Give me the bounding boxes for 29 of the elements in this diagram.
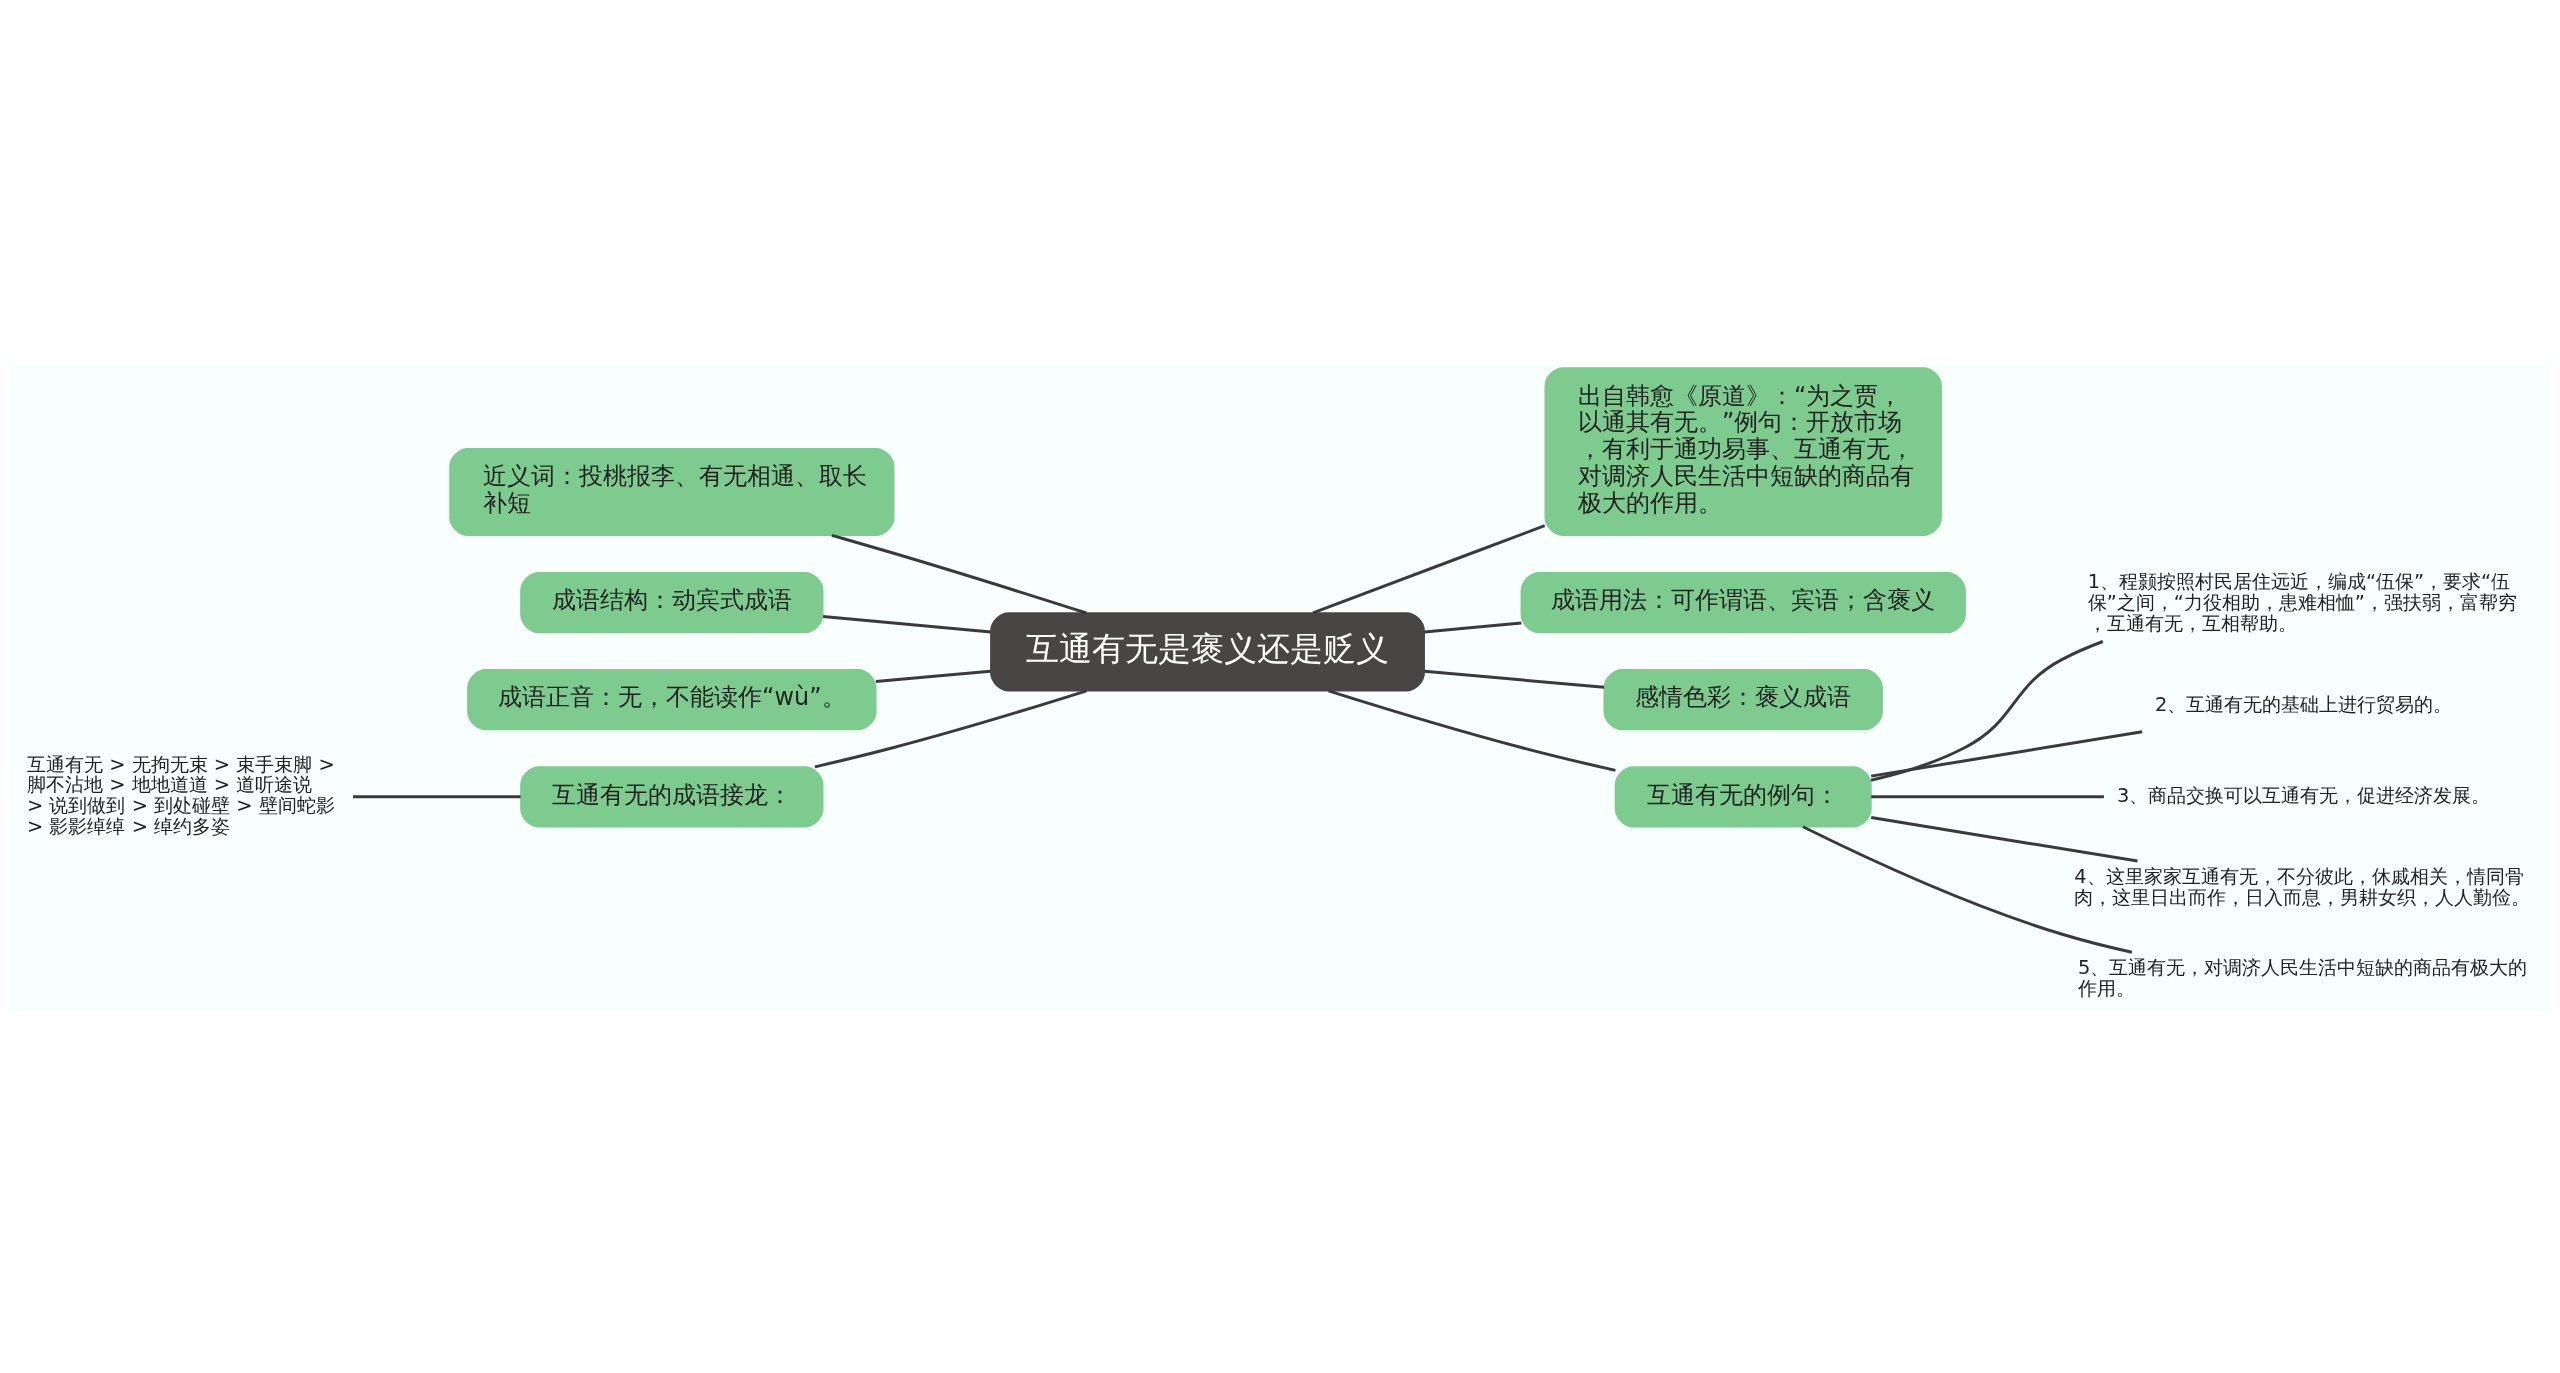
connector — [823, 614, 991, 633]
connector — [1424, 621, 1522, 633]
node-box: 互通有无的例句： — [1614, 765, 1872, 827]
node-text: 3、商品交换可以互通有无，促进经济发展。 — [2116, 783, 2491, 807]
node-box: 成语结构：动宾式成语 — [520, 571, 824, 633]
connector — [1870, 729, 2143, 778]
node-text: 5、互通有无，对调济人民生活中短缺的商品有极大的作用。 — [2077, 955, 2528, 1000]
node-box: 感情色彩：褒义成语 — [1603, 668, 1883, 730]
connector — [814, 688, 1087, 768]
node-box: 成语正音：无，不能读作“wù”。 — [467, 668, 877, 730]
node-box: 成语用法：可作谓语、宾语；含褒义 — [1520, 571, 1966, 633]
node-box: 互通有无是褒义还是贬义 — [990, 611, 1425, 691]
connector — [353, 794, 521, 798]
connector — [1871, 794, 2104, 798]
connector — [1328, 688, 1616, 772]
connector — [831, 533, 1087, 614]
node-text: 互通有无 > 无拘无束 > 束手束脚 > 脚不沾地 > 地地道道 > 道听途说 > 说到做到 > 到处碰壁 > 壁间蛇影 > 影影绰绰 > 绰约多姿 — [27, 752, 335, 838]
connector — [875, 669, 991, 683]
connector — [1870, 639, 2104, 782]
connector — [1802, 824, 2133, 954]
node-text: 2、互通有无的基础上进行贸易的。 — [2154, 692, 2453, 716]
connector — [1312, 523, 1546, 614]
connector — [1870, 815, 2138, 863]
node-box: 互通有无的成语接龙： — [520, 765, 824, 827]
node-box: 近义词：投桃报李、有无相通、取长补短 — [449, 447, 895, 536]
node-text: 4、这里家家互通有无，不分彼此，休戚相关，情同骨肉，这里日出而作，日入而息，男耕女织，人人勤俭。 — [2074, 864, 2531, 909]
node-text: 1、程颢按照村民居住远近，编成“伍保”，要求“伍保”之间，“力役相助，患难相恤”，强扶弱，富帮穷，互通有无，互相帮助。 — [2087, 569, 2517, 635]
node-box: 出自韩愈《原道》：“为之贾，以通其有无。”例句：开放市场，有利于通功易事、互通有无，对调济人民生活中短缺的商品有极大的作用。 — [1544, 366, 1942, 536]
connector — [1424, 669, 1605, 689]
